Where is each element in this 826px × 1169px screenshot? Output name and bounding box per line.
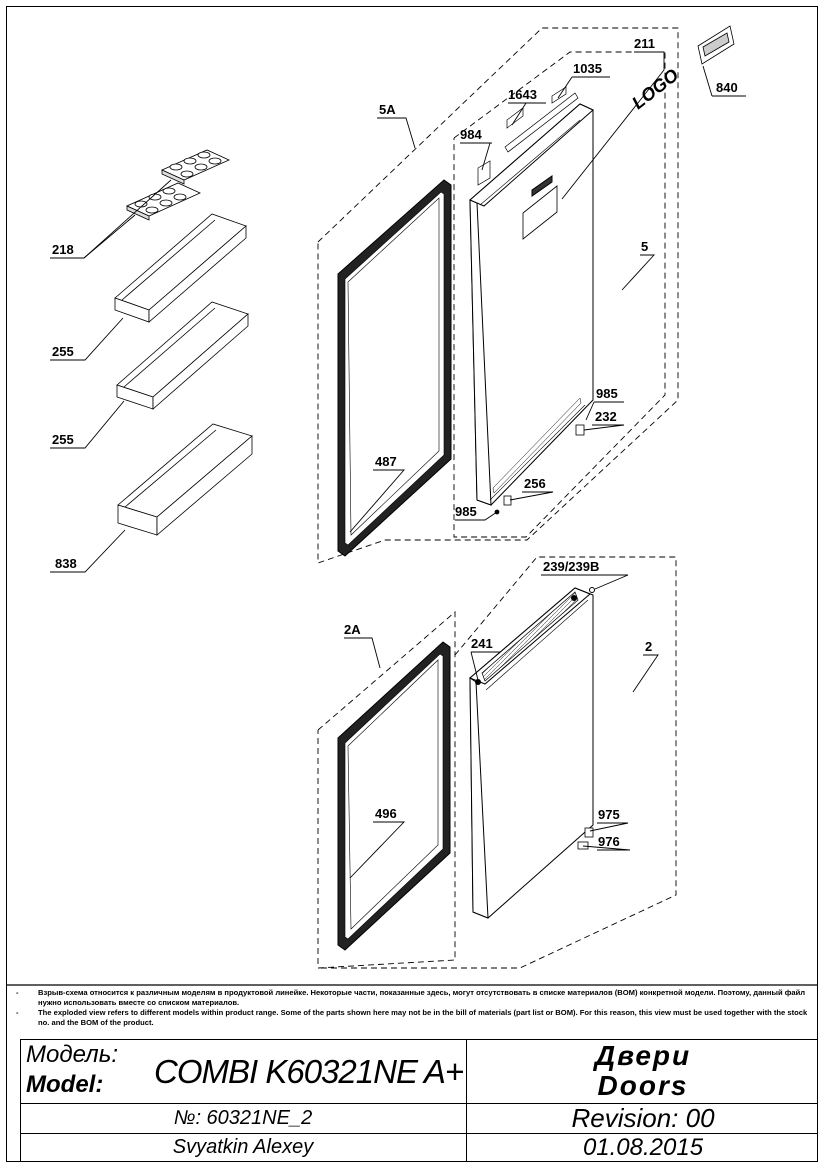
callout-218: 218 (52, 242, 74, 257)
callout-5: 5 (641, 239, 648, 254)
callout-838: 838 (55, 556, 77, 571)
callout-255-a: 255 (52, 344, 74, 359)
callout-1035: 1035 (573, 61, 602, 76)
disclaimer-notes: - Взрыв-схема относится к различным моде… (10, 988, 810, 1028)
callout-256: 256 (524, 476, 546, 491)
model-value: COMBI K60321NE A+ (154, 1053, 464, 1090)
upper-door (469, 86, 594, 506)
revision: Revision: 00 (571, 1102, 715, 1133)
exploded-view-drawing: 211 840 1035 1643 984 LOGO 5A 5 218 255 … (6, 25, 818, 986)
callout-2: 2 (645, 639, 652, 654)
door-shelf-1 (114, 213, 247, 323)
document-number: №: 60321NE_2 (173, 1106, 313, 1129)
callout-255-b: 255 (52, 432, 74, 447)
callout-5A: 5A (379, 102, 396, 117)
callout-985-b: 985 (455, 504, 477, 519)
door-shelf-3 (117, 423, 253, 536)
callout-984: 984 (460, 127, 482, 142)
upper-group-outline (317, 27, 679, 564)
callout-239-239B: 239/239B (543, 559, 599, 574)
callout-487: 487 (375, 454, 397, 469)
drawing-frame (6, 6, 818, 1162)
note-en: - The exploded view refers to different … (16, 1008, 808, 1027)
egg-trays (126, 149, 230, 221)
date: 01.08.2015 (582, 1133, 704, 1161)
callout-975: 975 (598, 807, 620, 822)
note-ru: - Взрыв-схема относится к различным моде… (16, 988, 806, 1007)
lower-door (469, 587, 595, 919)
logo-text: LOGO (628, 65, 682, 113)
model-label-ru: Модель: (26, 1041, 118, 1068)
title-ru: Двери (594, 1040, 692, 1071)
leader-lines (50, 51, 746, 879)
lower-group-outline (317, 556, 677, 969)
title-en: Doors (597, 1070, 689, 1101)
callout-232: 232 (595, 409, 617, 424)
model-label-en: Model: (26, 1071, 104, 1098)
callout-496: 496 (375, 806, 397, 821)
upper-door-gasket (337, 179, 452, 557)
author: Svyatkin Alexey (172, 1136, 314, 1158)
callout-976: 976 (598, 834, 620, 849)
callout-1643: 1643 (508, 87, 537, 102)
callout-2A: 2A (344, 622, 361, 637)
callout-985-a: 985 (596, 386, 618, 401)
title-block: Модель: Model: COMBI K60321NE A+ Двери D… (20, 1039, 818, 1162)
lower-hinge-parts (577, 827, 594, 850)
lower-door-gasket (337, 641, 451, 951)
logo-plate (697, 25, 735, 65)
callout-211: 211 (634, 36, 655, 51)
door-shelf-2 (116, 301, 249, 410)
callout-840: 840 (716, 80, 738, 95)
callout-241: 241 (471, 636, 493, 651)
